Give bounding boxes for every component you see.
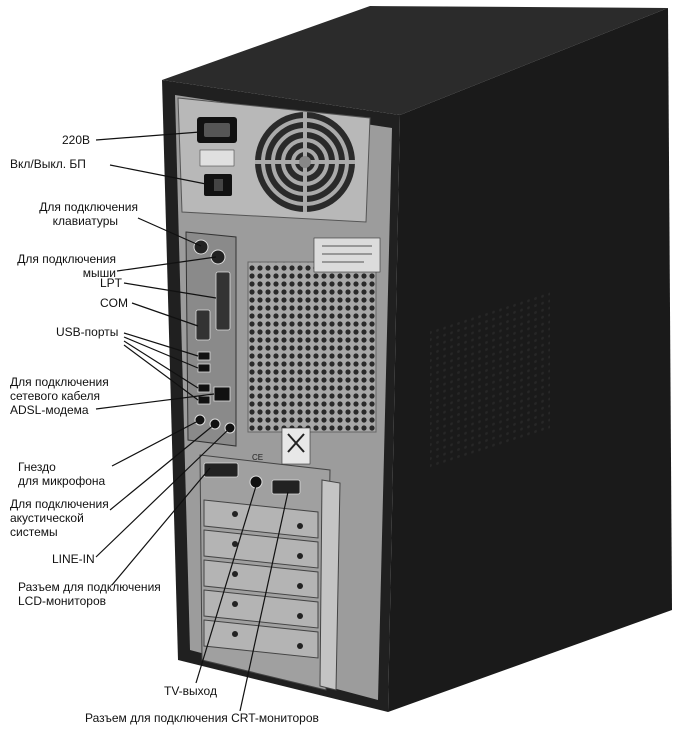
usb-port-2: [197, 363, 211, 373]
label-mic-line1: Гнездо: [18, 460, 56, 474]
psu-fan: [255, 112, 355, 212]
label-mouse-line1: Для подключения: [17, 252, 116, 266]
label-speaker-line2: акустической: [10, 511, 84, 525]
label-com: COM: [100, 296, 128, 310]
ps2-mouse-port: [210, 249, 226, 265]
label-lcd-line1: Разъем для подключения: [18, 580, 161, 594]
label-psu-switch: Вкл/Выкл. БП: [10, 157, 86, 171]
case-top: [162, 6, 668, 115]
label-lan-line2: сетевого кабеля: [10, 389, 101, 403]
com-port: [195, 309, 211, 341]
label-lan-line3: ADSL-модема: [10, 403, 89, 417]
usb-port-4: [197, 395, 211, 405]
vga-port: [271, 479, 301, 495]
ps2-keyboard-port: [193, 239, 209, 255]
label-keyboard-line1: Для подключения: [39, 200, 138, 214]
label-power: 220В: [62, 133, 91, 147]
io-shield: [185, 231, 237, 447]
svg-text:CE: CE: [252, 453, 263, 462]
label-usb: USB-порты: [56, 325, 119, 339]
label-crt: Разъем для подключения CRT-мониторов: [85, 711, 319, 725]
label-keyboard-line2: клавиатуры: [52, 214, 118, 228]
dvi-port: [203, 462, 239, 478]
case-fan-grille: [247, 261, 377, 433]
label-lcd-line2: LCD-мониторов: [18, 594, 107, 608]
slot-covers: [203, 499, 319, 659]
label-speaker-line3: системы: [10, 525, 58, 539]
label-mic-line2: для микрофона: [18, 474, 106, 488]
usb-port-1: [197, 351, 211, 361]
usb-port-3: [197, 383, 211, 393]
label-lpt: LPT: [100, 276, 123, 290]
pointer-lines: [95, 131, 289, 712]
label-line-in: LINE-IN: [52, 552, 95, 566]
label-speaker-line1: Для подключения: [10, 497, 109, 511]
lpt-port: [215, 271, 231, 331]
label-lan-line1: Для подключения: [10, 375, 109, 389]
label-mouse-line2: мыши: [82, 266, 116, 280]
label-tv-out: TV-выход: [164, 684, 217, 698]
lan-port: [213, 386, 231, 402]
